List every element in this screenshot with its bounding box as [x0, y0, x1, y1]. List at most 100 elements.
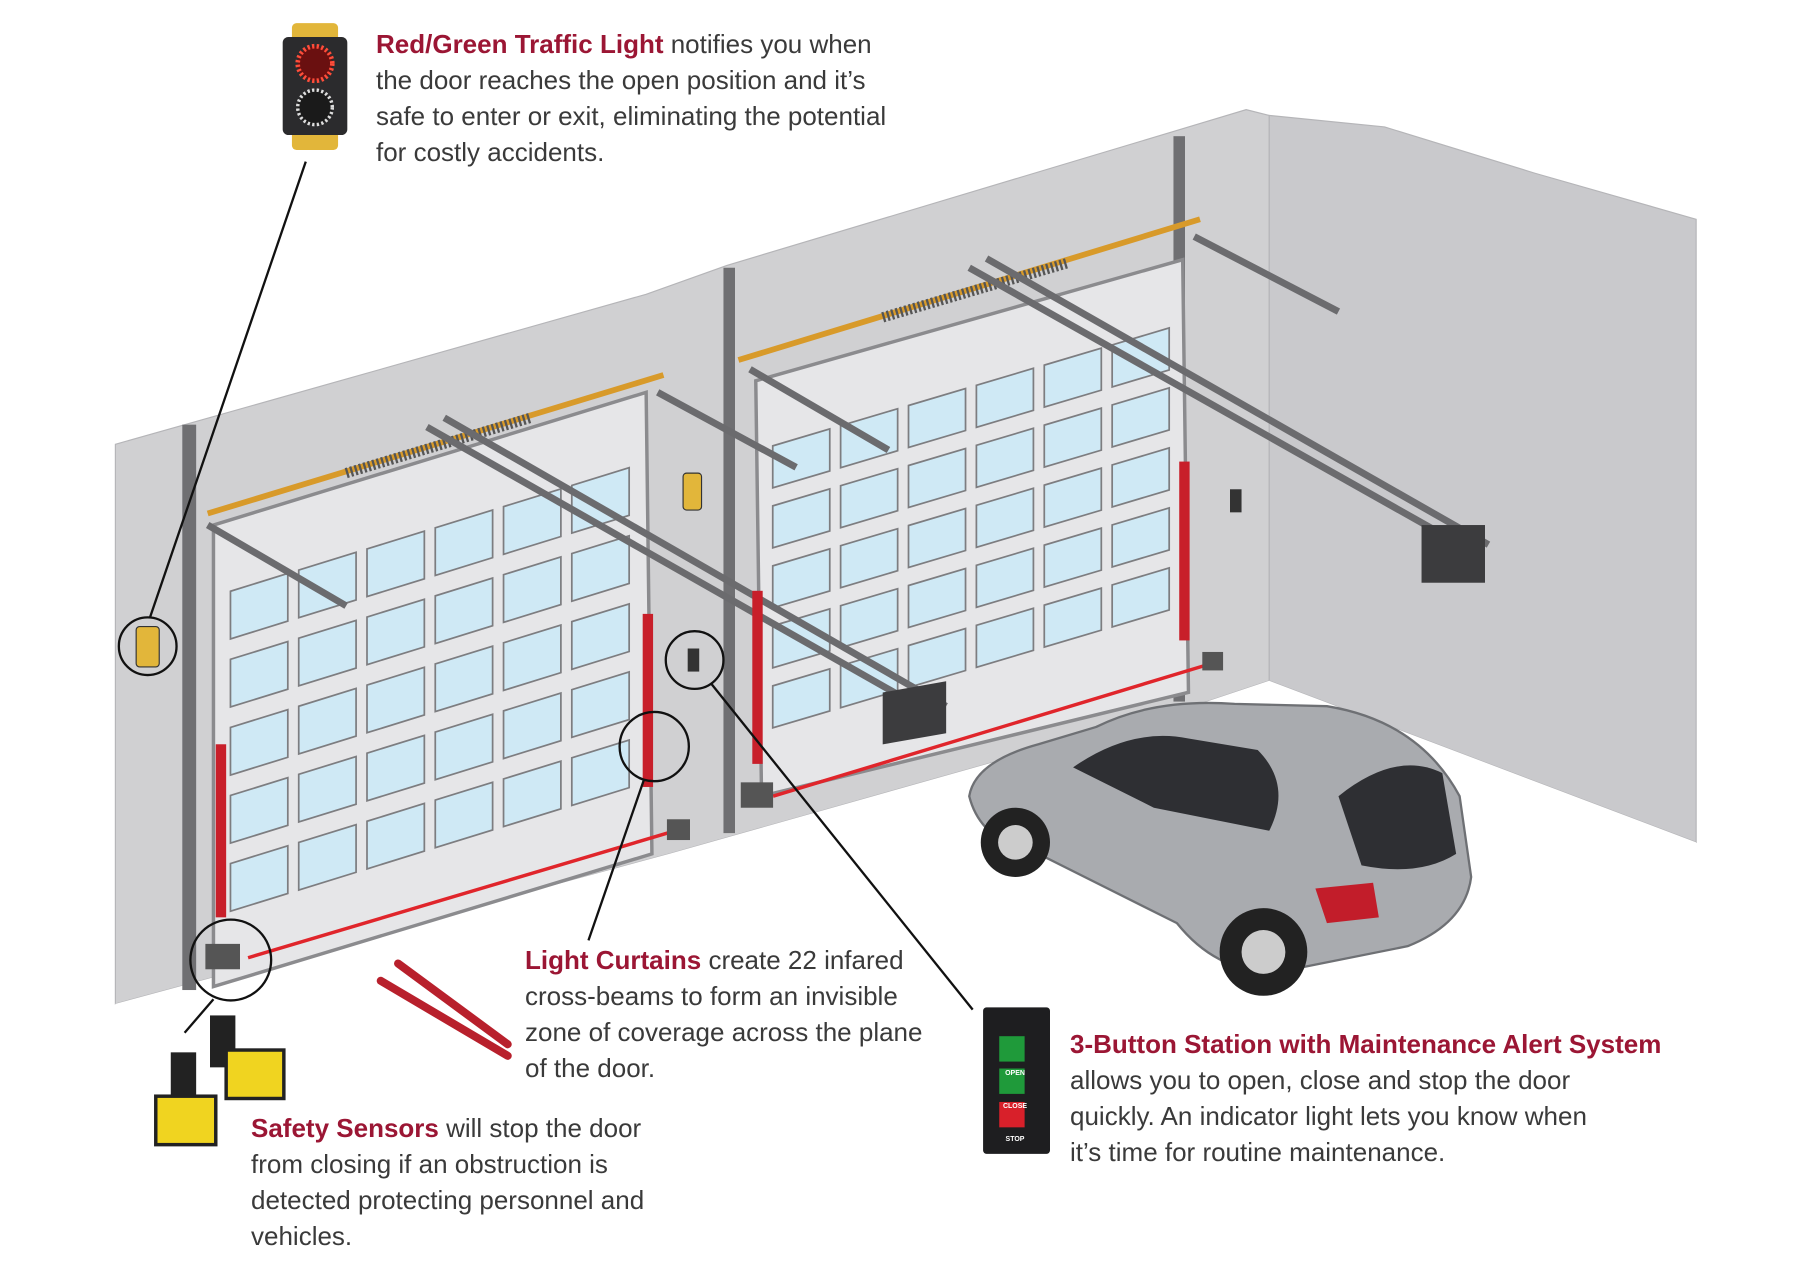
- door-window-pane: [502, 759, 562, 828]
- door-window-pane: [975, 487, 1035, 549]
- door-window-pane: [839, 527, 899, 589]
- door-window-pane: [907, 387, 967, 449]
- traffic-light-line: for costly accidents.: [376, 137, 605, 167]
- operator-left: [882, 681, 947, 745]
- open-button-label: OPEN: [1005, 1070, 1025, 1077]
- door-window-pane: [297, 755, 357, 824]
- door-window-pane: [434, 644, 494, 713]
- wall-column-left: [182, 424, 197, 991]
- light-curtains-line: create 22 infared: [701, 945, 904, 975]
- stop-button-label: STOP: [1005, 1136, 1025, 1143]
- safety-sensors-title: Safety Sensors: [251, 1113, 439, 1143]
- light-curtains-line: cross-beams to form an invisible: [525, 981, 898, 1011]
- callout-button-station: 3-Button Station with Maintenance Alert …: [1070, 1026, 1710, 1170]
- callout-circle-traffic-light: [117, 616, 178, 677]
- door-window-pane: [229, 708, 289, 777]
- callout-traffic-light: Red/Green Traffic Light notifies you whe…: [376, 26, 936, 170]
- door-window-pane: [434, 781, 494, 849]
- button-station-line: quickly. An indicator light lets you kno…: [1070, 1101, 1587, 1131]
- door-window-pane: [771, 427, 831, 490]
- sensor-right-b: [1202, 651, 1224, 671]
- wall-column-mid: [723, 267, 735, 834]
- light-curtain-3: [752, 590, 763, 764]
- traffic-light-line: the door reaches the open position and i…: [376, 65, 866, 95]
- door-window-pane: [229, 844, 289, 913]
- door-window-pane: [570, 670, 631, 739]
- leader-line-light-curtain: [587, 779, 645, 941]
- door-window-pane: [839, 467, 899, 529]
- close-button-label: CLOSE: [1002, 1103, 1028, 1110]
- button-station-labels: OPEN CLOSE STOP: [1000, 1050, 1030, 1149]
- door-window-pane: [1111, 506, 1171, 569]
- wall-traffic-light-mid: [682, 472, 703, 511]
- operator-rails: [205, 233, 1491, 719]
- traffic-light-product: [282, 23, 348, 151]
- callout-circle-button-station: [664, 630, 725, 691]
- door-window-pane: [434, 713, 494, 781]
- traffic-light-line: notifies you when: [663, 29, 872, 59]
- wall-traffic-light: [135, 626, 160, 668]
- door-window-pane: [570, 738, 631, 807]
- door-window-pane: [771, 547, 831, 610]
- light-curtain-product: [376, 959, 512, 1060]
- door-window-pane: [1043, 586, 1103, 649]
- leader-line-safety-sensor: [183, 998, 215, 1034]
- door-window-pane: [1043, 406, 1103, 469]
- door-window-pane: [366, 734, 426, 803]
- safety-sensors-line: detected protecting personnel and: [251, 1185, 645, 1215]
- door-window-pane: [229, 572, 289, 641]
- button-station-product: [983, 1007, 1050, 1154]
- safety-sensors-product: [154, 1015, 286, 1147]
- door-window-pane: [297, 687, 357, 756]
- door-window-pane: [1111, 386, 1171, 449]
- door-window-pane: [229, 776, 289, 845]
- safety-sensors-line: from closing if an obstruction is: [251, 1149, 608, 1179]
- car-illustration: [968, 701, 1473, 996]
- door-window-pane: [1043, 526, 1103, 589]
- door-window-pane: [975, 547, 1035, 609]
- torsion-bar-right: [737, 216, 1201, 363]
- door-window-pane: [297, 823, 357, 892]
- door-window-pane: [839, 587, 899, 649]
- light-curtains-title: Light Curtains: [525, 945, 702, 975]
- sensor-right-a: [740, 782, 774, 808]
- left-door: [211, 390, 654, 989]
- callout-light-curtains: Light Curtains create 22 infared cross-b…: [525, 942, 945, 1086]
- safety-sensors-line: will stop the door: [438, 1113, 642, 1143]
- callout-circle-light-curtain: [618, 710, 690, 783]
- door-window-pane: [570, 602, 631, 671]
- door-window-pane: [1111, 566, 1171, 629]
- door-window-pane: [907, 627, 967, 689]
- safety-beam-right: [772, 661, 1213, 798]
- safety-sensors-line: vehicles.: [251, 1221, 353, 1251]
- door-window-pane: [975, 427, 1035, 489]
- door-window-pane: [771, 487, 831, 550]
- door-window-pane: [434, 576, 494, 645]
- door-window-pane: [366, 802, 426, 871]
- button-station-title: 3-Button Station with Maintenance Alert …: [1070, 1029, 1662, 1059]
- door-window-pane: [502, 623, 562, 692]
- door-window-pane: [366, 666, 426, 734]
- door-window-pane: [434, 508, 494, 577]
- operator-right: [1421, 525, 1485, 583]
- traffic-light-title: Red/Green Traffic Light: [376, 29, 664, 59]
- door-window-pane: [297, 619, 357, 688]
- door-window-pane: [1043, 466, 1103, 529]
- light-curtain-2: [642, 613, 654, 787]
- wall-button-station-right: [1230, 489, 1242, 513]
- leader-line-traffic-light: [148, 161, 307, 618]
- door-window-pane: [907, 567, 967, 629]
- sensor-left-b: [666, 819, 690, 841]
- door-window-pane: [229, 640, 289, 709]
- door-window-pane: [1043, 346, 1103, 409]
- callout-circle-safety-sensor: [189, 918, 273, 1002]
- door-window-pane: [907, 447, 967, 509]
- traffic-light-line: safe to enter or exit, eliminating the p…: [376, 101, 887, 131]
- sensor-left-a: [205, 943, 240, 970]
- light-curtains-line: of the door.: [525, 1053, 656, 1083]
- door-window-pane: [975, 607, 1035, 669]
- door-window-pane: [502, 691, 562, 760]
- door-window-pane: [366, 598, 426, 666]
